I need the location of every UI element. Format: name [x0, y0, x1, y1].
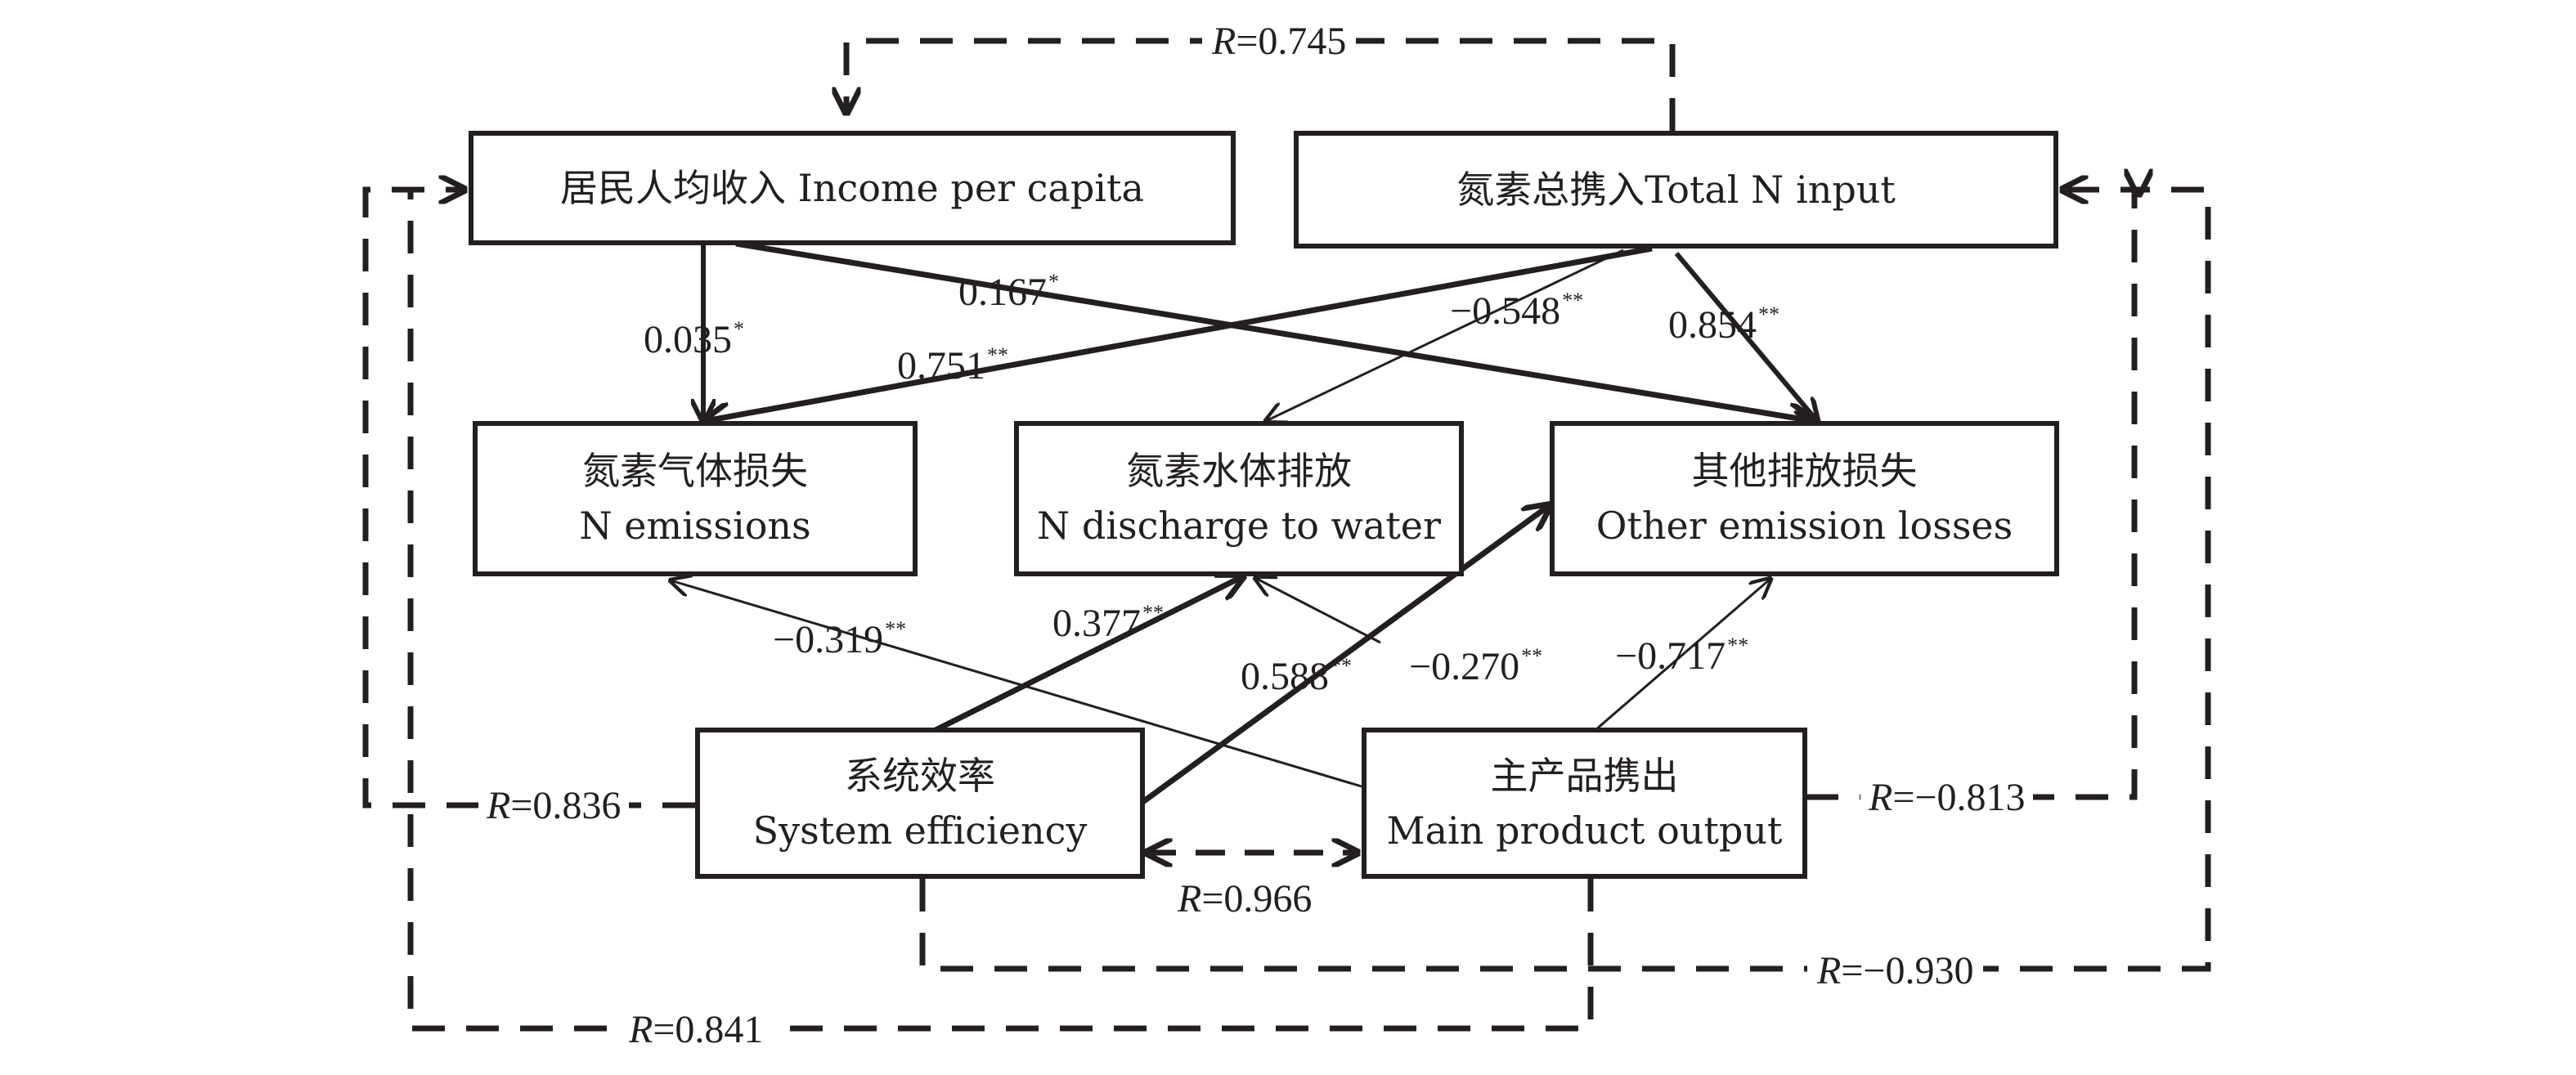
- node-other-loss-en: Other emission losses: [1595, 504, 2013, 548]
- node-total-n-label: 氮素总携入Total N input: [1456, 167, 1896, 212]
- node-n-discharge-water: 氮素水体排放 N discharge to water: [1014, 421, 1464, 576]
- arrow-totaln-to-other: [1674, 252, 1817, 421]
- corr-label-eff-income: R=0.836: [478, 783, 630, 828]
- corr-label-eff-totaln: R=−0.930: [1807, 948, 1984, 993]
- node-main-product-output: 主产品携出 Main product output: [1362, 728, 1807, 879]
- arrow-output-to-emissions: [671, 580, 1362, 788]
- coef-totaln-water: −0.548**: [1450, 289, 1584, 333]
- node-other-loss-zh: 其他排放损失: [1691, 449, 1918, 494]
- node-n-emissions-zh: 氮素气体损失: [582, 449, 808, 494]
- corr-label-output-totaln: R=−0.813: [1860, 775, 2034, 820]
- arrow-eff-to-water: [931, 576, 1243, 735]
- node-main-output-zh: 主产品携出: [1490, 753, 1679, 798]
- coef-eff-water: 0.377**: [1052, 601, 1164, 645]
- coef-output-water: −0.270**: [1409, 644, 1543, 688]
- node-income-label: 居民人均收入 Income per capita: [560, 165, 1144, 210]
- node-main-output-en: Main product output: [1386, 808, 1783, 853]
- arrow-output-to-other: [1595, 579, 1770, 731]
- coef-eff-other: 0.588**: [1241, 654, 1352, 698]
- coef-output-emissions: −0.319**: [773, 617, 907, 661]
- node-total-n-input: 氮素总携入Total N input: [1294, 131, 2058, 249]
- arrow-output-to-water: [1255, 578, 1381, 644]
- coef-income-other: 0.167*: [958, 270, 1059, 314]
- coef-output-other: −0.717**: [1615, 634, 1749, 678]
- arrow-totaln-to-water: [1266, 249, 1624, 421]
- corr-output-income: [407, 190, 1594, 1032]
- node-system-efficiency: 系统效率 System efficiency: [695, 728, 1145, 879]
- coef-income-emissions: 0.035*: [644, 317, 744, 361]
- node-system-eff-en: System efficiency: [752, 808, 1088, 853]
- corr-eff-totaln: [919, 190, 2211, 972]
- corr-label-totaln-income: R=0.745: [1202, 19, 1357, 64]
- corr-label-output-income: R=0.841: [617, 1007, 775, 1052]
- node-n-water-en: N discharge to water: [1036, 504, 1442, 548]
- coef-totaln-emissions: 0.751**: [897, 343, 1008, 387]
- node-system-eff-zh: 系统效率: [845, 753, 995, 798]
- corr-label-eff-output: R=0.966: [1178, 877, 1313, 920]
- coef-totaln-other: 0.854**: [1668, 302, 1779, 347]
- arrow-income-to-other: [735, 240, 1814, 421]
- node-income: 居民人均收入 Income per capita: [469, 131, 1236, 245]
- node-n-emissions: 氮素气体损失 N emissions: [473, 421, 918, 576]
- node-n-emissions-en: N emissions: [579, 504, 811, 548]
- node-n-water-zh: 氮素水体排放: [1126, 449, 1352, 494]
- arrow-totaln-to-emissions: [705, 245, 1653, 421]
- arrow-eff-to-other: [1136, 505, 1550, 808]
- node-other-emission-losses: 其他排放损失 Other emission losses: [1550, 421, 2059, 576]
